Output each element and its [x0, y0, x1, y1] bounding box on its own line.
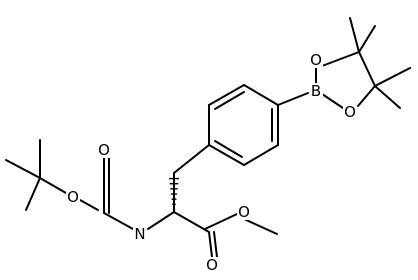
- atom-label-backdrop: [133, 226, 147, 242]
- atom-label: B: [311, 82, 321, 100]
- bond-22: [173, 211, 210, 233]
- atom-label: O: [310, 51, 322, 69]
- atom-label-backdrop: [309, 52, 323, 68]
- bond-5: [349, 17, 360, 53]
- atom-label-backdrop: [97, 142, 111, 158]
- atom-b-1: B: [309, 82, 323, 100]
- bond-12: [208, 144, 245, 166]
- bond-3: [321, 93, 344, 109]
- bond-9: [277, 92, 309, 106]
- bond-1: [358, 51, 376, 87]
- bond-34: [25, 177, 41, 211]
- atom-label: O: [238, 203, 250, 221]
- bond-21: [147, 211, 175, 230]
- bond-2: [357, 85, 376, 107]
- bond-26: [243, 218, 278, 235]
- bond-19: [173, 144, 210, 174]
- bond-0: [321, 51, 360, 67]
- atom-label-backdrop: [205, 257, 219, 273]
- atom-label-backdrop: [237, 204, 251, 220]
- bond-15: [243, 84, 279, 106]
- bond-23: [204, 213, 238, 230]
- bond-33: [5, 159, 41, 179]
- bond-24: [208, 231, 213, 258]
- bond-31: [39, 177, 67, 194]
- bond-7: [374, 67, 411, 87]
- atom-label-backdrop: [309, 83, 323, 99]
- bond-14: [208, 84, 245, 106]
- atom-label-backdrop: [66, 189, 80, 205]
- bond-18: [214, 91, 245, 110]
- atom-label: O: [67, 188, 79, 206]
- bond-6: [358, 25, 376, 53]
- atom-label: N: [134, 225, 145, 243]
- atom-o-6: O: [237, 203, 251, 221]
- bond-27: [103, 212, 134, 230]
- atom-label-backdrop: [343, 104, 357, 120]
- bond-8: [374, 85, 401, 109]
- atom-o-0: O: [309, 51, 323, 69]
- bond-30: [79, 199, 99, 211]
- bond-17: [214, 140, 243, 158]
- atom-label: O: [98, 141, 110, 159]
- atom-n-5: N: [133, 225, 147, 243]
- atom-label: O: [344, 103, 356, 121]
- bond-11: [243, 144, 279, 166]
- bond-25: [213, 231, 218, 258]
- atom-o-2: O: [343, 103, 357, 121]
- hashed-wedge-bond: [169, 177, 179, 211]
- bond-layer: [5, 17, 411, 258]
- atom-o-4: O: [97, 141, 111, 159]
- atom-o-3: O: [66, 188, 80, 206]
- atom-o-7: O: [205, 256, 219, 274]
- atom-label: O: [206, 256, 218, 274]
